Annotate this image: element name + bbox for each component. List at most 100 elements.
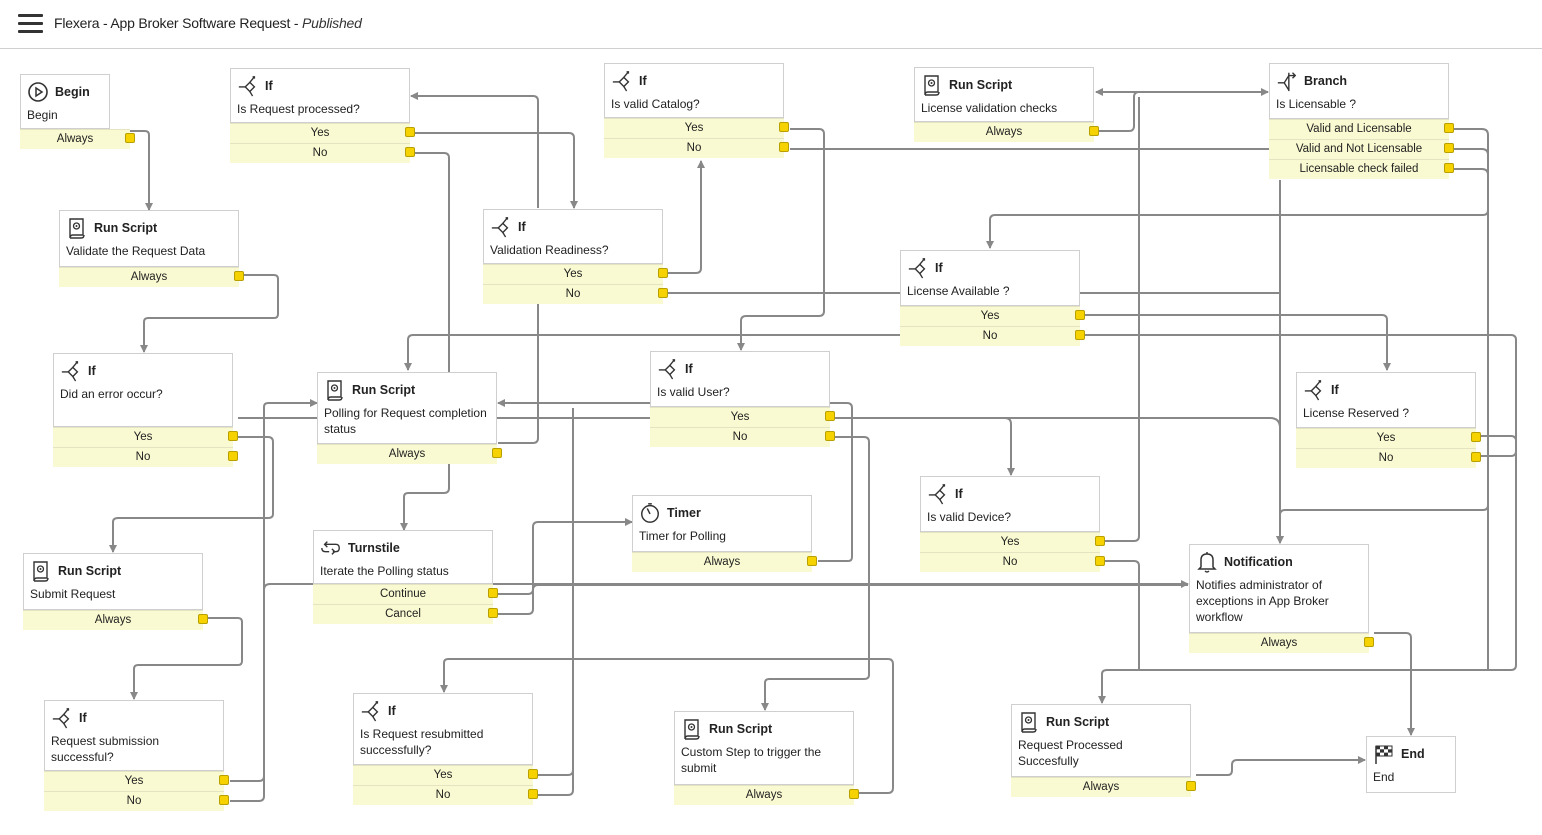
outcome-connector-port[interactable] bbox=[1364, 637, 1374, 647]
outcome-connector-port[interactable] bbox=[1095, 536, 1105, 546]
outcome-no[interactable]: No bbox=[44, 791, 224, 811]
outcome-connector-port[interactable] bbox=[405, 147, 415, 157]
bell-icon bbox=[1196, 551, 1218, 573]
outcome-connector-port[interactable] bbox=[658, 288, 668, 298]
outcome-connector-port[interactable] bbox=[807, 556, 817, 566]
outcome-no[interactable]: No bbox=[483, 284, 663, 304]
outcome-always[interactable]: Always bbox=[674, 785, 854, 805]
node-description: License validation checks bbox=[921, 101, 1058, 115]
outcome-always[interactable]: Always bbox=[914, 122, 1094, 142]
outcome-continue[interactable]: Continue bbox=[313, 584, 493, 604]
outcome-always[interactable]: Always bbox=[1189, 633, 1369, 653]
outcome-connector-port[interactable] bbox=[1095, 556, 1105, 566]
outcome-connector-port[interactable] bbox=[198, 614, 208, 624]
outcome-connector-port[interactable] bbox=[1471, 432, 1481, 442]
outcome-yes[interactable]: Yes bbox=[44, 771, 224, 791]
node-type: Begin bbox=[55, 85, 90, 99]
outcome-valid-and-not-licensable[interactable]: Valid and Not Licensable bbox=[1269, 139, 1449, 159]
outcome-always[interactable]: Always bbox=[20, 129, 130, 149]
outcome-no[interactable]: No bbox=[604, 138, 784, 158]
outcome-connector-port[interactable] bbox=[1471, 452, 1481, 462]
outcome-connector-port[interactable] bbox=[849, 789, 859, 799]
outcome-connector-port[interactable] bbox=[492, 448, 502, 458]
outcome-connector-port[interactable] bbox=[1444, 123, 1454, 133]
outcome-always[interactable]: Always bbox=[59, 267, 239, 287]
node-description: License Reserved ? bbox=[1303, 406, 1410, 420]
outcome-connector-port[interactable] bbox=[779, 122, 789, 132]
outcome-connector-port[interactable] bbox=[779, 142, 789, 152]
outcome-no[interactable]: No bbox=[230, 143, 410, 163]
outcome-no[interactable]: No bbox=[650, 427, 830, 447]
timer-icon bbox=[639, 502, 661, 524]
if-icon bbox=[51, 707, 73, 729]
outcome-connector-port[interactable] bbox=[219, 795, 229, 805]
outcome-connector-port[interactable] bbox=[528, 789, 538, 799]
outcome-connector-port[interactable] bbox=[228, 451, 238, 461]
outcome-connector-port[interactable] bbox=[228, 431, 238, 441]
outcome-yes[interactable]: Yes bbox=[604, 118, 784, 138]
outcome-connector-port[interactable] bbox=[125, 133, 135, 143]
outcome-connector-port[interactable] bbox=[488, 608, 498, 618]
outcome-always[interactable]: Always bbox=[1011, 777, 1191, 797]
outcome-no[interactable]: No bbox=[353, 785, 533, 805]
outcome-cancel[interactable]: Cancel bbox=[313, 604, 493, 624]
node-description: Is valid Device? bbox=[927, 510, 1012, 524]
outcome-yes[interactable]: Yes bbox=[1296, 428, 1476, 448]
outcome-always[interactable]: Always bbox=[317, 444, 497, 464]
outcome-connector-port[interactable] bbox=[219, 775, 229, 785]
outcome-connector-port[interactable] bbox=[1444, 163, 1454, 173]
outcome-connector-port[interactable] bbox=[1075, 310, 1085, 320]
outcome-connector-port[interactable] bbox=[1444, 143, 1454, 153]
hamburger-menu-icon[interactable] bbox=[18, 14, 43, 34]
outcome-always[interactable]: Always bbox=[23, 610, 203, 630]
outcome-connector-port[interactable] bbox=[488, 588, 498, 598]
outcome-connector-port[interactable] bbox=[825, 411, 835, 421]
outcome-connector-port[interactable] bbox=[1089, 126, 1099, 136]
outcome-connector-port[interactable] bbox=[658, 268, 668, 278]
outcome-connector-port[interactable] bbox=[1186, 781, 1196, 791]
outcome-yes[interactable]: Yes bbox=[483, 264, 663, 284]
outcome-yes[interactable]: Yes bbox=[920, 532, 1100, 552]
outcome-connector-port[interactable] bbox=[405, 127, 415, 137]
outcome-no[interactable]: No bbox=[53, 447, 233, 467]
outcome-yes[interactable]: Yes bbox=[353, 765, 533, 785]
outcome-yes[interactable]: Yes bbox=[900, 306, 1080, 326]
outcome-licensable-check-failed[interactable]: Licensable check failed bbox=[1269, 159, 1449, 179]
outcome-no[interactable]: No bbox=[900, 326, 1080, 346]
outcome-yes[interactable]: Yes bbox=[53, 427, 233, 447]
outcome-no[interactable]: No bbox=[1296, 448, 1476, 468]
outcome-always[interactable]: Always bbox=[632, 552, 812, 572]
outcome-connector-port[interactable] bbox=[528, 769, 538, 779]
outcome-no[interactable]: No bbox=[920, 552, 1100, 572]
node-type: If bbox=[685, 362, 693, 376]
outcome-connector-port[interactable] bbox=[825, 431, 835, 441]
outcome-connector-port[interactable] bbox=[234, 271, 244, 281]
outcome-yes[interactable]: Yes bbox=[650, 407, 830, 427]
top-bar: Flexera - App Broker Software Request - … bbox=[0, 0, 1542, 49]
outcome-yes[interactable]: Yes bbox=[230, 123, 410, 143]
outcome-connector-port[interactable] bbox=[1075, 330, 1085, 340]
outcome-valid-and-licensable[interactable]: Valid and Licensable bbox=[1269, 119, 1449, 139]
